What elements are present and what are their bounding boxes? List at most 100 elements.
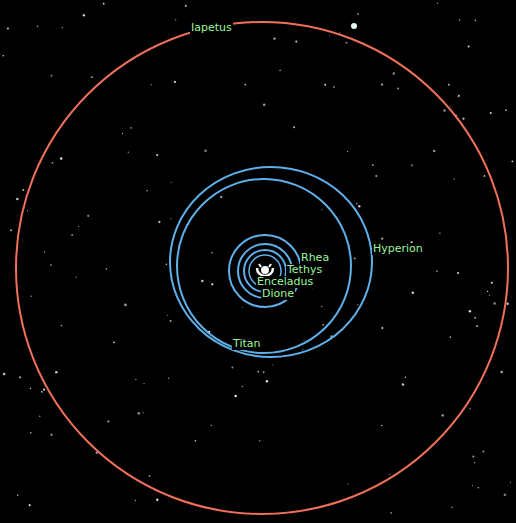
star [454,178,455,179]
star [468,46,470,48]
star [210,425,211,426]
moon-label: Hyperion [372,243,424,255]
star [135,500,136,501]
star [170,218,171,219]
star [462,118,464,120]
star [510,482,511,483]
star [506,303,508,305]
star [412,291,415,294]
star [107,421,109,423]
star [333,86,335,88]
star [295,41,297,43]
star [490,112,492,114]
star [293,126,295,128]
star [356,203,358,205]
star [158,221,160,223]
star [329,35,330,36]
star [474,462,476,464]
star [17,495,18,496]
star [27,210,28,211]
star [487,291,488,292]
star [10,229,12,231]
star [321,209,322,210]
star [321,306,322,307]
star [60,157,63,160]
star [441,414,443,416]
star [354,257,356,259]
star [167,315,168,316]
star [459,19,461,21]
star [113,342,115,344]
star [130,127,132,129]
star [458,95,460,97]
star [322,324,324,326]
star [324,84,326,86]
star [151,84,152,85]
star [504,493,506,495]
star [50,264,51,265]
star [433,150,435,152]
star [2,55,4,57]
star [83,14,85,16]
star [29,504,31,506]
star [476,325,478,327]
star [242,386,244,388]
star [76,277,77,278]
star [346,42,348,44]
star [358,205,360,207]
star [3,373,6,376]
star [71,234,73,236]
star [449,336,451,338]
star [171,182,172,183]
star [220,196,223,199]
star [437,3,438,4]
star [39,416,41,418]
star [143,412,144,413]
star [257,371,259,373]
star [390,512,392,514]
star-field [2,3,513,514]
star [244,84,246,86]
star [505,109,507,111]
star [135,379,136,380]
star [484,175,486,177]
star [375,175,377,177]
star [41,391,43,393]
moon-label: Dione [261,288,295,300]
star [103,3,105,5]
star [31,296,32,297]
star [451,507,453,509]
star [389,474,390,475]
star [175,19,176,20]
star [122,133,123,134]
star [234,395,237,398]
star [381,84,383,86]
star [411,164,413,166]
star [302,349,303,350]
star [448,84,450,86]
star [357,13,359,15]
star [195,440,197,442]
star [61,325,63,327]
star [62,27,63,28]
star [211,252,213,254]
star [405,376,407,378]
star [124,304,127,307]
star [146,190,147,191]
star [491,282,493,284]
titan-orbit [177,179,351,353]
moon-label: Iapetus [190,22,233,34]
star [156,154,158,156]
star [156,499,158,501]
star [397,87,399,89]
star [263,103,265,105]
star [143,383,144,384]
star [443,109,445,111]
star [52,162,54,164]
star [168,378,169,379]
star [91,76,93,78]
star [211,283,213,285]
star [19,376,21,378]
